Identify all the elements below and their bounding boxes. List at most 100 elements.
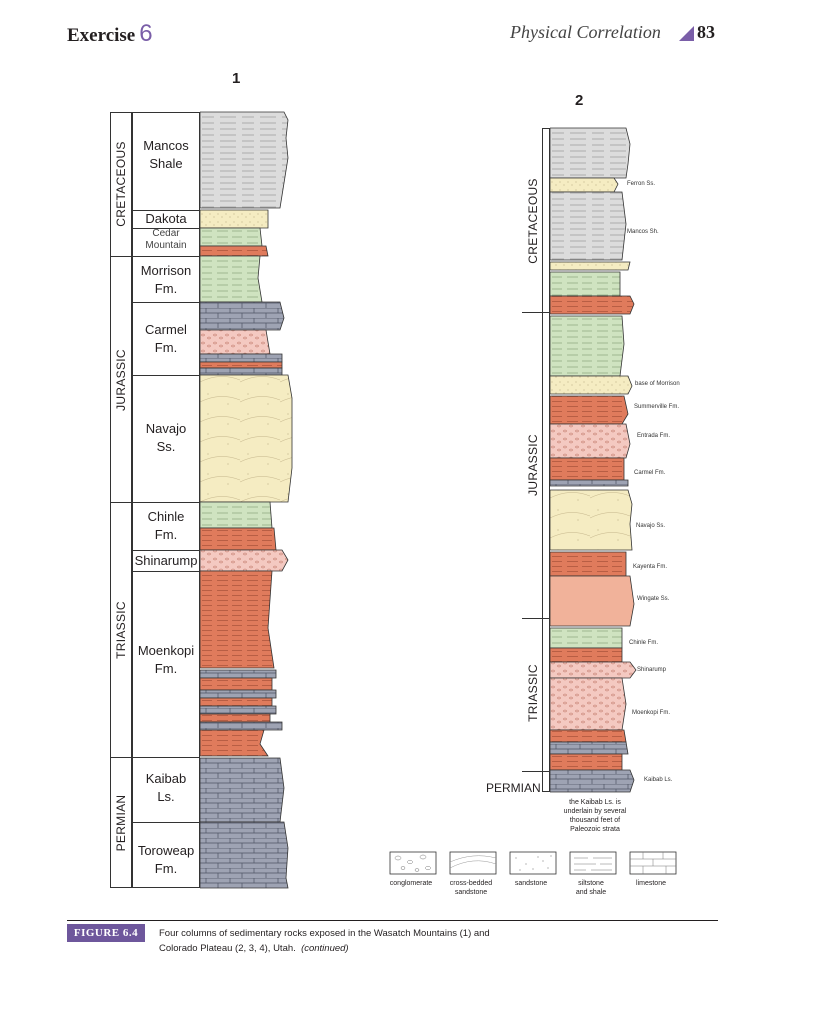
c1-carmel-red-layer bbox=[200, 361, 283, 369]
c2-label-wingate: Wingate Ss. bbox=[637, 596, 670, 602]
legend-label-limestone: limestone bbox=[623, 879, 679, 888]
c2-kaibab-layer bbox=[550, 769, 635, 793]
legend-swatch-conglomerate bbox=[389, 851, 437, 875]
c1-mancos-layer bbox=[200, 111, 289, 209]
c1-navajo-layer bbox=[200, 374, 293, 503]
c1-fm-toroweap-line1: Toroweap bbox=[137, 843, 195, 858]
column-2-period-strip bbox=[542, 128, 550, 792]
c2-summerville-layer bbox=[550, 395, 629, 425]
c1-fm-moenkopi: Moenkopi Fm. bbox=[132, 642, 200, 678]
c2-label-kaibab: Kaibab Ls. bbox=[644, 777, 673, 783]
c1-fm-chinle: Chinle Fm. bbox=[132, 508, 200, 544]
legend-label-crossbedded-line2: sandstone bbox=[454, 889, 488, 896]
legend-label-siltstone: siltstone and shale bbox=[563, 879, 619, 897]
column-2-number: 2 bbox=[575, 92, 584, 109]
c2-carmel-red-layer bbox=[550, 457, 625, 481]
c1-moenkopi-red5-layer bbox=[200, 729, 269, 757]
c1-fm-cedar-line1: Cedar bbox=[152, 228, 180, 239]
c2-navajo-layer bbox=[550, 489, 633, 551]
legend-swatch-siltstone bbox=[569, 851, 617, 875]
figure-caption: Four columns of sedimentary rocks expose… bbox=[159, 926, 679, 956]
c1-moenkopi-lime2-layer bbox=[200, 689, 277, 699]
legend-label-siltstone-line2: and shale bbox=[575, 889, 607, 896]
c2-label-shinarump: Shinarump bbox=[637, 667, 667, 673]
c2-chinle-green-layer bbox=[550, 627, 623, 649]
c1-fm-moenkopi-line2: Fm. bbox=[154, 661, 178, 676]
fm-divider bbox=[132, 550, 200, 551]
c2-kayenta-layer bbox=[550, 551, 627, 577]
legend-label-sandstone: sandstone bbox=[503, 879, 559, 888]
c1-moenkopi-red4-layer bbox=[200, 713, 271, 723]
c2-label-chinle: Chinle Fm. bbox=[629, 640, 659, 646]
c1-fm-dakota: Dakota bbox=[145, 211, 187, 226]
legend-swatch-crossbedded bbox=[449, 851, 497, 875]
c2-chinle-red-layer bbox=[550, 647, 623, 663]
caption-line2: Colorado Plateau (2, 3, 4), Utah. bbox=[159, 943, 296, 954]
c1-fm-morrison: Morrison Fm. bbox=[132, 262, 200, 298]
c1-carmel-pink-layer bbox=[200, 329, 271, 355]
c1-fm-chinle-line2: Fm. bbox=[154, 527, 178, 542]
caption-rule bbox=[67, 920, 718, 921]
c2-period-divider bbox=[522, 771, 550, 772]
c2-mancos-upper-layer bbox=[550, 127, 631, 179]
c1-cedar-red-layer bbox=[200, 245, 269, 257]
c2-note-line4: Paleozoic strata bbox=[570, 826, 620, 833]
legend-swatches bbox=[389, 851, 677, 875]
page-triangle-icon bbox=[679, 26, 694, 41]
c1-fm-kaibab-line2: Ls. bbox=[157, 789, 175, 804]
c2-base-morrison-layer bbox=[550, 375, 633, 395]
c1-carmel-lime2-layer bbox=[200, 353, 283, 363]
column-1-number: 1 bbox=[232, 70, 241, 87]
c1-fm-cedar-mountain: Cedar Mountain bbox=[132, 228, 200, 252]
c2-sand-layer bbox=[550, 261, 631, 271]
c2-label-moenkopi: Moenkopi Fm. bbox=[632, 710, 671, 716]
fm-divider bbox=[132, 375, 200, 376]
c1-morrison-layer bbox=[200, 255, 263, 303]
c1-moenkopi-red2-layer bbox=[200, 677, 273, 691]
c1-shinarump-layer bbox=[200, 549, 289, 572]
c1-chinle-green-layer bbox=[200, 501, 273, 529]
fm-divider bbox=[132, 302, 200, 303]
c1-fm-toroweap-line2: Fm. bbox=[154, 861, 178, 876]
c1-fm-moenkopi-line1: Moenkopi bbox=[137, 643, 195, 658]
c2-label-summerville: Summerville Fm. bbox=[634, 404, 680, 410]
c2-moenkopi-red-layer bbox=[550, 729, 627, 743]
c2-note-line1: the Kaibab Ls. is bbox=[569, 799, 621, 806]
c1-fm-morrison-line2: Fm. bbox=[154, 281, 178, 296]
c2-period-divider bbox=[522, 312, 550, 313]
c1-moenkopi-red3-layer bbox=[200, 697, 273, 707]
c2-shinarump-layer bbox=[550, 661, 637, 679]
c2-label-carmel: Carmel Fm. bbox=[634, 470, 666, 476]
period-divider bbox=[110, 502, 132, 503]
column-1-formation-strip bbox=[132, 112, 200, 888]
c2-green2-layer bbox=[550, 315, 625, 377]
c1-fm-cedar-line2: Mountain bbox=[145, 240, 187, 251]
c1-chinle-red-layer bbox=[200, 527, 277, 551]
legend-swatch-sandstone bbox=[509, 851, 557, 875]
c2-moenkopi-lime-layer bbox=[550, 741, 629, 755]
fm-divider bbox=[132, 757, 200, 758]
legend-label-conglomerate-text: conglomerate bbox=[389, 880, 433, 887]
period-divider bbox=[110, 256, 132, 257]
c1-moenkopi-lime1-layer bbox=[200, 669, 277, 679]
c1-moenkopi-red1-layer bbox=[200, 570, 275, 669]
c1-fm-navajo-line1: Navajo bbox=[145, 421, 187, 436]
c2-period-jurassic: JURASSIC bbox=[526, 434, 540, 496]
fm-divider bbox=[132, 571, 200, 572]
legend-label-conglomerate: conglomerate bbox=[383, 879, 439, 888]
c1-fm-carmel-line1: Carmel bbox=[145, 322, 187, 337]
c1-period-cretaceous: CRETACEOUS bbox=[114, 141, 128, 227]
c1-toroweap-layer bbox=[200, 821, 289, 889]
c2-note-line2: underlain by several bbox=[563, 808, 627, 815]
c2-period-triassic: TRIASSIC bbox=[526, 664, 540, 722]
legend-label-limestone-text: limestone bbox=[636, 880, 666, 887]
c1-period-triassic: TRIASSIC bbox=[114, 601, 128, 659]
caption-line2-wrap: Colorado Plateau (2, 3, 4), Utah. (conti… bbox=[159, 941, 679, 956]
c2-period-divider bbox=[522, 618, 550, 619]
c2-entrada-layer bbox=[550, 423, 631, 459]
legend-label-sandstone-text: sandstone bbox=[514, 880, 548, 887]
legend-label-crossbedded: cross-bedded sandstone bbox=[443, 879, 499, 897]
exercise-label: Exercise bbox=[67, 25, 136, 46]
c2-green1-layer bbox=[550, 271, 621, 297]
